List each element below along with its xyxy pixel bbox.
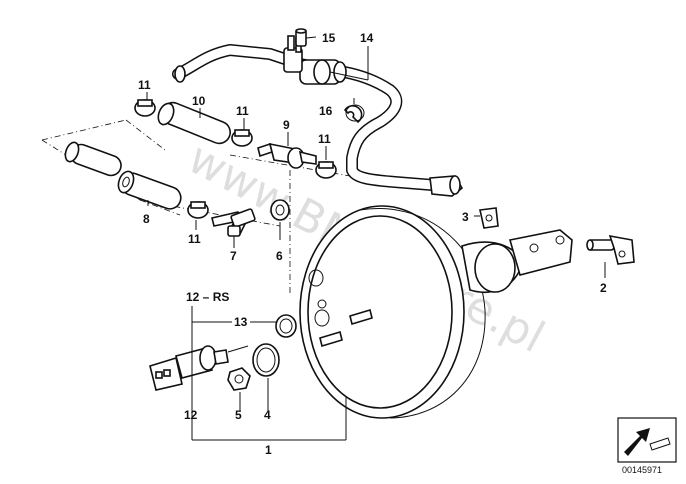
callout-14: 14 <box>360 31 374 45</box>
grommet-6[interactable] <box>270 199 290 221</box>
o-ring-4[interactable] <box>252 343 280 377</box>
hose-clamp-11a[interactable] <box>134 99 156 117</box>
elbow-7[interactable] <box>211 208 256 237</box>
brake-booster[interactable] <box>299 205 573 419</box>
vacuum-hose[interactable] <box>172 44 464 197</box>
callout-labels: 15 14 11 10 16 11 9 11 8 11 7 6 3 2 12 –… <box>138 31 607 457</box>
pin-2[interactable] <box>586 234 635 265</box>
nut-5[interactable] <box>227 367 251 391</box>
hose-8[interactable] <box>63 141 184 212</box>
check-valve-9[interactable] <box>257 142 317 169</box>
callout-12: 12 <box>184 408 198 422</box>
hose-clamp-11b[interactable] <box>231 129 253 147</box>
cap-15[interactable] <box>295 28 307 47</box>
callout-10: 10 <box>192 94 206 108</box>
callout-7: 7 <box>230 249 237 263</box>
callout-11c: 11 <box>318 132 331 146</box>
callout-13: 13 <box>234 315 248 329</box>
reference-box: 00145971 <box>617 417 677 475</box>
callout-16: 16 <box>319 104 333 118</box>
callout-5: 5 <box>235 408 242 422</box>
clip-16[interactable] <box>343 104 365 124</box>
callout-9: 9 <box>283 118 290 132</box>
callout-12-rs: 12 – RS <box>186 290 229 304</box>
callout-15: 15 <box>322 31 336 45</box>
clip-3[interactable] <box>479 207 499 229</box>
callout-3: 3 <box>462 210 469 224</box>
callout-4: 4 <box>264 408 271 422</box>
vacuum-sensor-12[interactable] <box>149 345 249 391</box>
hose-clamp-11c[interactable] <box>315 161 337 179</box>
callout-8: 8 <box>143 212 150 226</box>
callout-11a: 11 <box>138 78 151 92</box>
callout-2: 2 <box>600 281 607 295</box>
reference-number: 00145971 <box>622 465 662 475</box>
hose-clamp-11d[interactable] <box>187 201 209 219</box>
callout-6: 6 <box>276 249 283 263</box>
hose-10[interactable] <box>155 99 233 146</box>
callout-11b: 11 <box>236 104 249 118</box>
o-ring-13[interactable] <box>275 314 297 338</box>
callout-11d: 11 <box>188 232 201 246</box>
callout-1: 1 <box>265 443 272 457</box>
leader-lines <box>146 36 606 441</box>
